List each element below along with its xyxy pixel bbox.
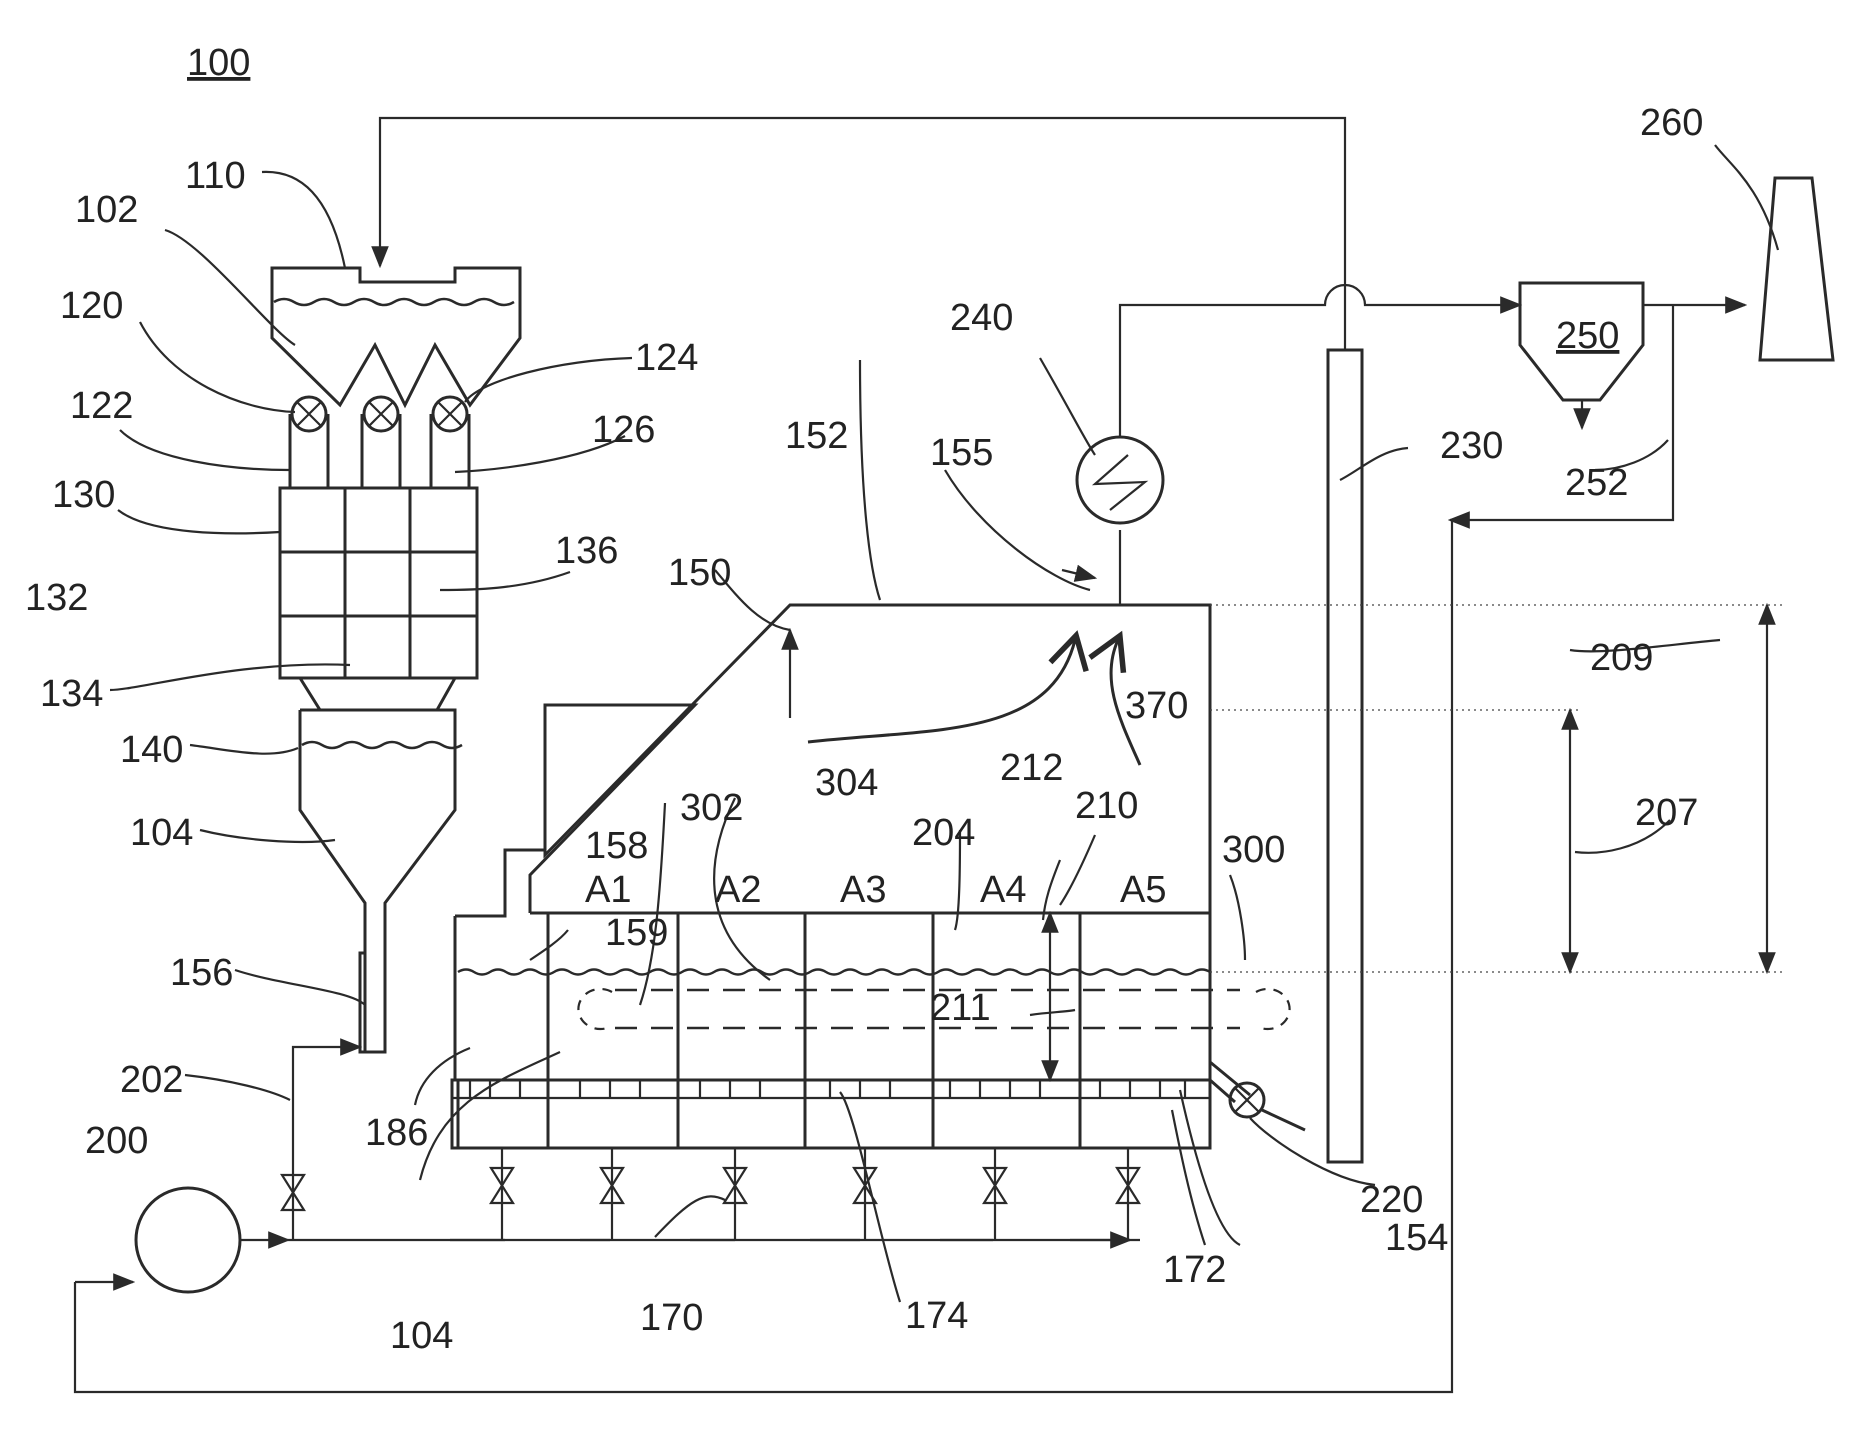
label-209: 209 (1590, 637, 1653, 679)
leader-lines (110, 145, 1778, 1302)
label-150: 150 (668, 552, 731, 594)
label-210: 210 (1075, 785, 1138, 827)
zone-label-a1: A1 (585, 869, 631, 911)
gas-flow-arrows (790, 630, 1140, 765)
label-220: 220 (1360, 1179, 1423, 1221)
label-152: 152 (785, 415, 848, 457)
label-120: 120 (60, 285, 123, 327)
label-134: 134 (40, 673, 103, 715)
label-159: 159 (605, 912, 668, 954)
riser-tube-230 (1328, 350, 1362, 1162)
label-136: 136 (555, 530, 618, 572)
rotary-feeders (290, 397, 469, 488)
ref-number: 100 (187, 42, 250, 84)
label-126: 126 (592, 409, 655, 451)
label-260: 260 (1640, 102, 1703, 144)
label-170: 170 (640, 1297, 703, 1339)
label-186: 186 (365, 1112, 428, 1154)
label-200: 200 (85, 1120, 148, 1162)
label-174: 174 (905, 1295, 968, 1337)
label-132: 132 (25, 577, 88, 619)
label-204: 204 (912, 812, 975, 854)
label-122: 122 (70, 385, 133, 427)
label-154: 154 (1385, 1217, 1448, 1259)
dimension-lines (1050, 605, 1785, 1080)
zone-label-a5: A5 (1120, 869, 1166, 911)
label-240: 240 (950, 297, 1013, 339)
label-252: 252 (1565, 462, 1628, 504)
label-104a: 104 (130, 812, 193, 854)
label-250: 250 (1556, 315, 1619, 357)
storage-bin (300, 710, 462, 1052)
label-104b: 104 (390, 1315, 453, 1357)
exhaust-stack (1760, 178, 1833, 360)
label-156: 156 (170, 952, 233, 994)
label-212: 212 (1000, 747, 1063, 789)
label-304: 304 (815, 762, 878, 804)
label-211: 211 (930, 987, 991, 1029)
zone-label-a2: A2 (715, 869, 761, 911)
label-302: 302 (680, 787, 743, 829)
label-207: 207 (1635, 792, 1698, 834)
label-110: 110 (185, 155, 246, 197)
label-370: 370 (1125, 685, 1188, 727)
label-202: 202 (120, 1059, 183, 1101)
label-130: 130 (52, 474, 115, 516)
dryer-grid (280, 488, 477, 710)
label-230: 230 (1440, 425, 1503, 467)
recycle-line (380, 118, 1345, 350)
label-140: 140 (120, 729, 183, 771)
label-300: 300 (1222, 829, 1285, 871)
label-102: 102 (75, 189, 138, 231)
feed-hopper (272, 268, 520, 405)
label-158: 158 (585, 825, 648, 867)
zone-label-a3: A3 (840, 869, 886, 911)
label-155: 155 (930, 432, 993, 474)
zone-label-a4: A4 (980, 869, 1026, 911)
label-124: 124 (635, 337, 698, 379)
label-172: 172 (1163, 1249, 1226, 1291)
